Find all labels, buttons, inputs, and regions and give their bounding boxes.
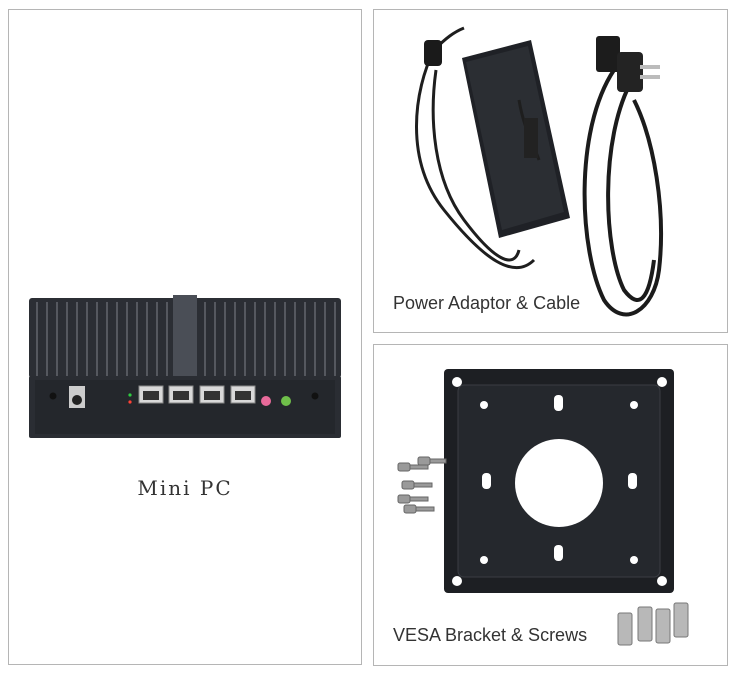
mini-pc-image (29, 295, 341, 438)
vesa-bracket-image (444, 369, 674, 593)
power-caption: Power Adaptor & Cable (393, 293, 581, 313)
mini-pc-caption: Mini PC (137, 476, 233, 500)
screws-image (397, 456, 447, 514)
mini-pc-panel: Mini PC (8, 9, 362, 665)
power-adapter-image (415, 26, 570, 270)
standoffs-image (617, 602, 689, 646)
power-adaptor-panel: Power Adaptor & Cable (373, 9, 728, 333)
vesa-panel: VESA Bracket & Screws (373, 344, 728, 666)
power-cable-image (582, 36, 663, 317)
vesa-caption: VESA Bracket & Screws (393, 625, 588, 645)
